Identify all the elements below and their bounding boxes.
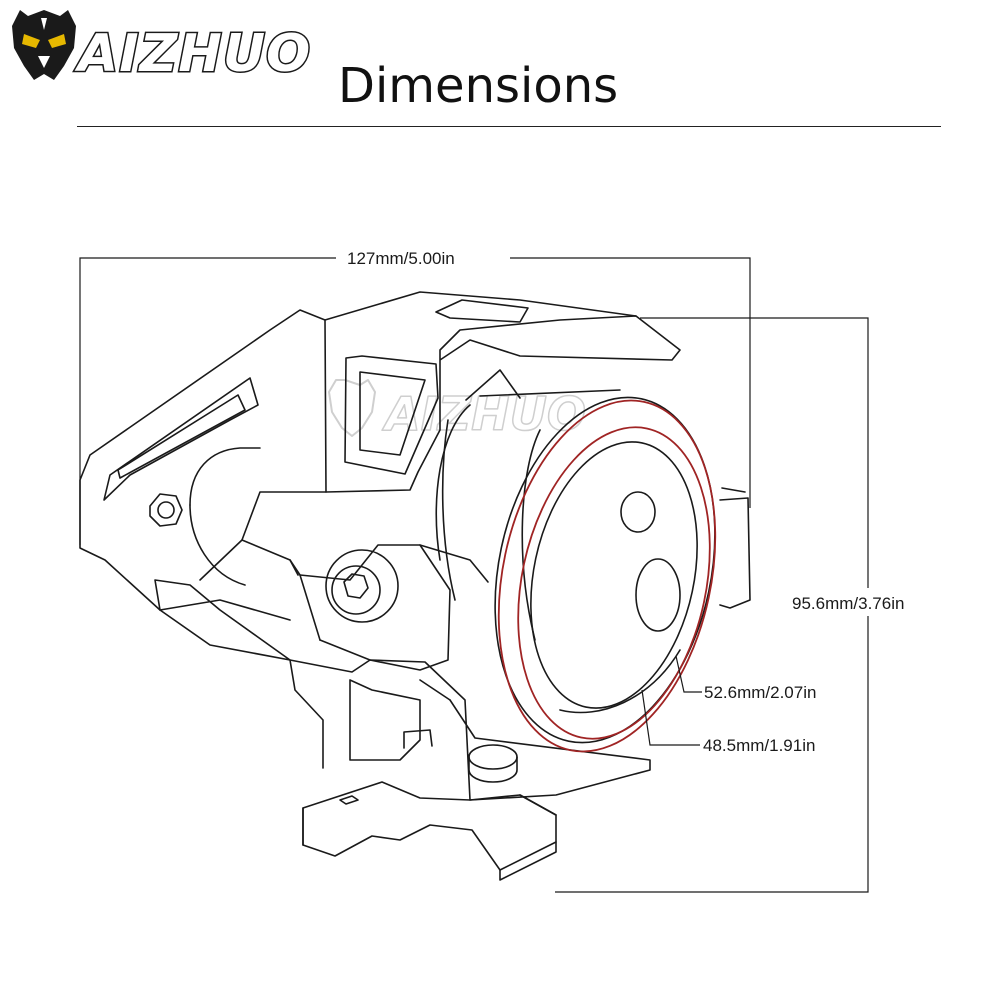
page-title: Dimensions — [338, 58, 619, 114]
bracket-frame — [79, 291, 681, 801]
outer-ring-leader — [675, 655, 702, 693]
side-bolt — [149, 493, 183, 527]
lamp-lens — [494, 396, 716, 744]
width-dimension-line — [79, 257, 751, 545]
inner-ring-leader — [641, 689, 700, 746]
inner-ring — [517, 426, 711, 740]
height-dimension-line — [555, 317, 869, 893]
mask-logo-icon — [12, 10, 76, 80]
light-rings — [497, 399, 717, 753]
outer-ring — [497, 399, 717, 753]
dimension-labels: 127mm/5.00in 95.6mm/3.76in 52.6mm/2.07in… — [347, 249, 904, 755]
lamp-housing — [189, 369, 751, 701]
watermark: AIZHUO — [328, 379, 587, 442]
hex-bolt-main — [325, 549, 399, 623]
header-divider — [77, 126, 941, 127]
brand-logo-text: AIZHUO — [76, 24, 312, 84]
height-label: 95.6mm/3.76in — [792, 594, 904, 613]
outer-ring-label: 52.6mm/2.07in — [704, 683, 816, 702]
mounting-clamp — [302, 781, 557, 881]
width-label: 127mm/5.00in — [347, 249, 455, 268]
bottom-bolt — [403, 729, 518, 783]
inner-ring-label: 48.5mm/1.91in — [703, 736, 815, 755]
